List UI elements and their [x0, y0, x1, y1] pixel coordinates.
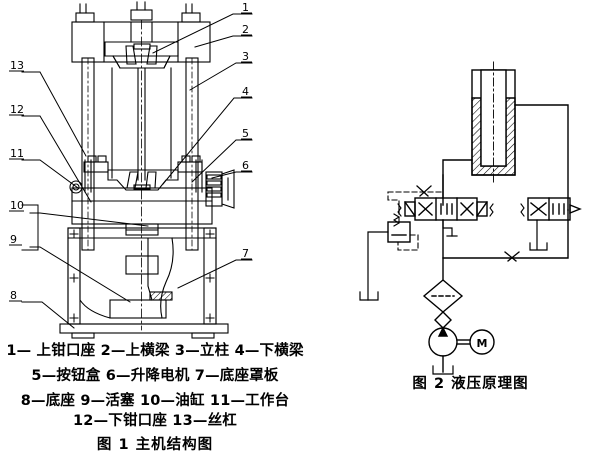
callout-leaders-right — [152, 13, 253, 289]
pilot-restrictor-lines — [387, 185, 520, 262]
callout-number-13: 13 — [10, 59, 24, 72]
callout-number-8: 8 — [10, 289, 17, 302]
callout-number-11: 11 — [10, 147, 24, 160]
callout-number-2: 2 — [242, 23, 249, 36]
filter — [422, 279, 464, 313]
supply-return-network — [442, 174, 569, 281]
callout-number-5: 5 — [242, 127, 249, 140]
callout-number-7: 7 — [242, 247, 249, 260]
lift-motor — [205, 169, 235, 209]
column-left — [81, 57, 95, 251]
directional-valve-2-2 — [520, 197, 582, 251]
callout-number-4: 4 — [242, 85, 249, 98]
directional-valve-4-3 — [397, 197, 494, 237]
figure1-legend-line-2: 5—按钮盒 6—升降电机 7—底座罩板 — [31, 368, 279, 384]
motor-label: M — [477, 337, 488, 350]
check-valve — [434, 311, 452, 329]
callout-number-10: 10 — [10, 199, 24, 212]
figure1-legend-line-1: 1— 上钳口座 2—上横梁 3—立柱 4—下横梁 — [6, 343, 304, 359]
callout-number-9: 9 — [10, 233, 17, 246]
figure2-drawing — [359, 61, 582, 375]
lead-screw — [84, 159, 203, 193]
upper-crossbeam-group — [71, 1, 211, 63]
callout-number-3: 3 — [242, 50, 249, 63]
figure1-title: 图 1 主机结构图 — [96, 437, 214, 453]
figure1-legend-line-3: 8—底座 9—活塞 10—油缸 11—工作台 — [20, 393, 290, 409]
column-right — [185, 57, 199, 251]
specimen-body — [111, 19, 172, 331]
electric-motor — [456, 329, 495, 355]
relief-valve — [359, 191, 419, 301]
base-housing — [59, 227, 229, 339]
callout-number-6: 6 — [242, 159, 249, 172]
reservoir-tank — [432, 365, 454, 375]
hydraulic-pump — [428, 326, 458, 373]
figure2-title: 图 2 液压原理图 — [412, 376, 529, 392]
figure1-callout-numbers: 1 2 3 4 5 6 7 8 9 10 11 12 13 — [9, 1, 252, 302]
figure1-legend-line-4: 12—下钳口座 13—丝杠 — [72, 413, 237, 429]
callout-leaders-left — [21, 71, 149, 329]
callout-number-1: 1 — [242, 1, 249, 14]
callout-number-12: 12 — [10, 103, 24, 116]
figure1-drawing — [21, 1, 253, 339]
hydraulic-cylinder — [471, 61, 516, 183]
